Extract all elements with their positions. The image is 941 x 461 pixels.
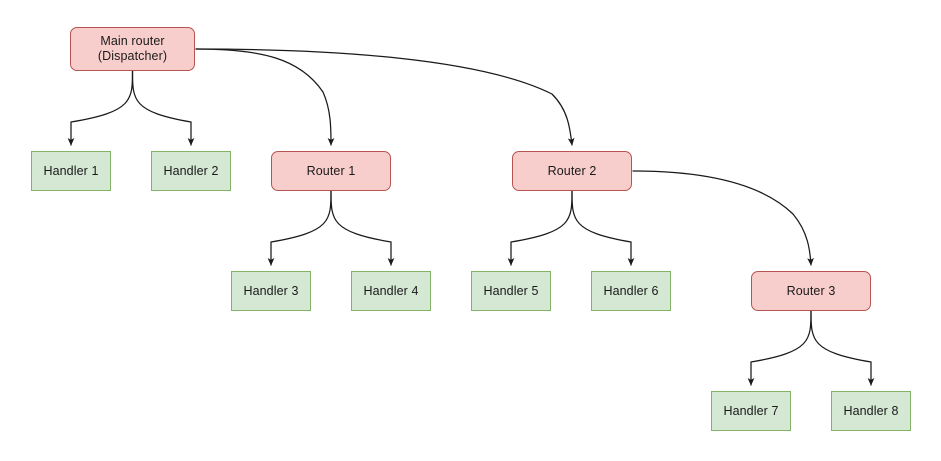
node-handler-4[interactable]: Handler 4 bbox=[351, 271, 431, 311]
node-label-main-router: Main router (Dispatcher) bbox=[97, 34, 168, 63]
node-handler-1[interactable]: Handler 1 bbox=[31, 151, 111, 191]
node-label-handler-2: Handler 2 bbox=[163, 163, 219, 178]
edge-router-2-to-handler-5 bbox=[507, 190, 573, 266]
node-label-handler-4: Handler 4 bbox=[363, 283, 419, 298]
node-label-handler-6: Handler 6 bbox=[603, 283, 659, 298]
edges-group bbox=[67, 48, 875, 386]
node-handler-3[interactable]: Handler 3 bbox=[231, 271, 311, 311]
node-handler-2[interactable]: Handler 2 bbox=[151, 151, 231, 191]
edge-main-to-router-2 bbox=[195, 48, 575, 146]
node-handler-5[interactable]: Handler 5 bbox=[471, 271, 551, 311]
edge-main-to-handler-2 bbox=[131, 70, 195, 146]
node-main-router[interactable]: Main router (Dispatcher) bbox=[70, 27, 195, 71]
edge-router-2-to-handler-6 bbox=[571, 190, 635, 266]
edge-main-to-handler-1 bbox=[67, 70, 134, 146]
node-router-3[interactable]: Router 3 bbox=[751, 271, 871, 311]
node-label-router-2: Router 2 bbox=[547, 163, 597, 178]
edge-router-3-to-handler-7 bbox=[747, 310, 812, 386]
edge-router-3-to-handler-8 bbox=[810, 310, 875, 386]
node-router-2[interactable]: Router 2 bbox=[512, 151, 632, 191]
node-label-handler-8: Handler 8 bbox=[843, 403, 899, 418]
node-router-1[interactable]: Router 1 bbox=[271, 151, 391, 191]
node-label-handler-3: Handler 3 bbox=[243, 283, 299, 298]
node-label-router-3: Router 3 bbox=[786, 283, 836, 298]
node-label-router-1: Router 1 bbox=[306, 163, 356, 178]
edge-router-1-to-handler-4 bbox=[330, 190, 395, 266]
node-label-handler-5: Handler 5 bbox=[483, 283, 539, 298]
node-handler-6[interactable]: Handler 6 bbox=[591, 271, 671, 311]
node-handler-7[interactable]: Handler 7 bbox=[711, 391, 791, 431]
edge-main-to-router-1 bbox=[195, 48, 335, 146]
node-label-handler-1: Handler 1 bbox=[43, 163, 99, 178]
node-label-handler-7: Handler 7 bbox=[723, 403, 779, 418]
node-handler-8[interactable]: Handler 8 bbox=[831, 391, 911, 431]
edge-router-2-to-router-3 bbox=[632, 170, 814, 266]
edge-router-1-to-handler-3 bbox=[267, 190, 332, 266]
